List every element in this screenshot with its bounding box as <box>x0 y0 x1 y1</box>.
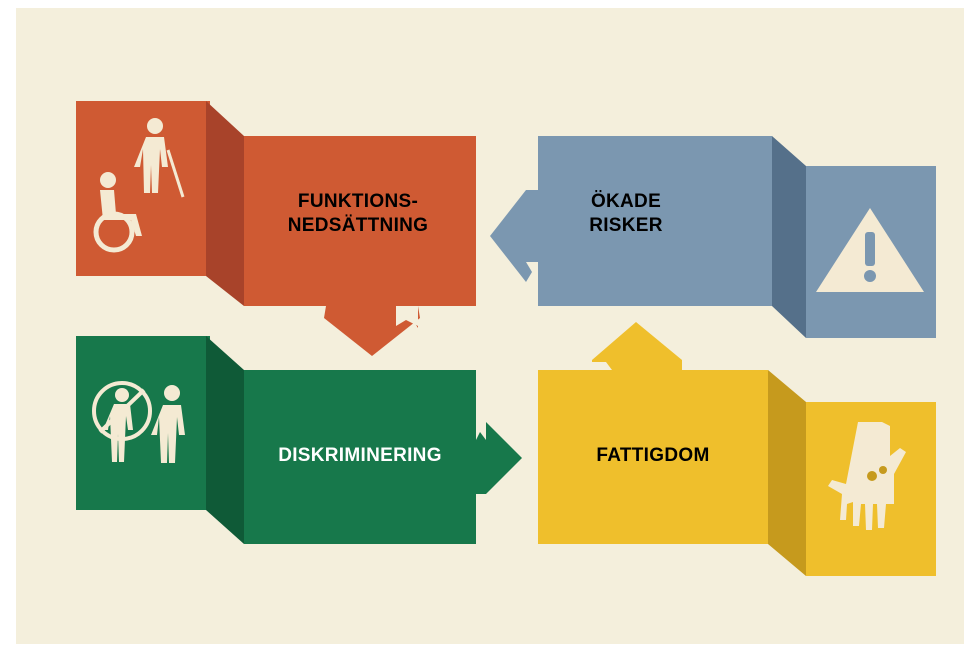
fattigdom-label-line1: FATTIGDOM <box>596 445 710 466</box>
funktionsnedsattning-fold <box>206 101 244 306</box>
arrow-diskriminering-to-fattigdom <box>476 422 522 494</box>
okade-risker-block <box>490 136 936 338</box>
open-hand-with-coins-icon <box>828 422 906 530</box>
warning-triangle-icon <box>816 208 924 292</box>
okade-risker-fold <box>772 136 806 338</box>
funktionsnedsattning-label: FUNKTIONS- NEDSÄTTNING <box>240 190 476 238</box>
fattigdom-label: FATTIGDOM <box>538 444 768 468</box>
okade-risker-label-line2: RISKER <box>589 215 663 236</box>
okade-risker-main-panel <box>538 136 772 306</box>
diskriminering-label: DISKRIMINERING <box>244 444 476 468</box>
diskriminering-fold <box>206 336 244 544</box>
fattigdom-fold <box>768 370 806 576</box>
okade-risker-label-line1: ÖKADE <box>590 191 662 212</box>
wheelchair-and-cane-user-icon <box>93 118 185 253</box>
diskriminering-block <box>76 336 522 544</box>
funktionsnedsattning-main-panel <box>244 136 476 306</box>
diskriminering-label-line1: DISKRIMINERING <box>278 445 442 466</box>
fattigdom-main-panel <box>538 370 768 544</box>
excluded-person-icon <box>92 381 185 463</box>
funktionsnedsattning-label-line1: FUNKTIONS- <box>297 191 419 212</box>
funktionsnedsattning-label-line2: NEDSÄTTNING <box>287 215 429 236</box>
funktionsnedsattning-icon-panel <box>76 101 210 276</box>
arrow-fattigdom-to-okade-risker <box>592 322 682 370</box>
okade-risker-label: ÖKADE RISKER <box>540 190 712 238</box>
arrow-okade-risker-to-funktionsnedsattning <box>490 190 538 282</box>
fattigdom-block <box>538 322 936 576</box>
diskriminering-main-panel <box>244 370 476 544</box>
funktionsnedsattning-block <box>76 101 476 356</box>
